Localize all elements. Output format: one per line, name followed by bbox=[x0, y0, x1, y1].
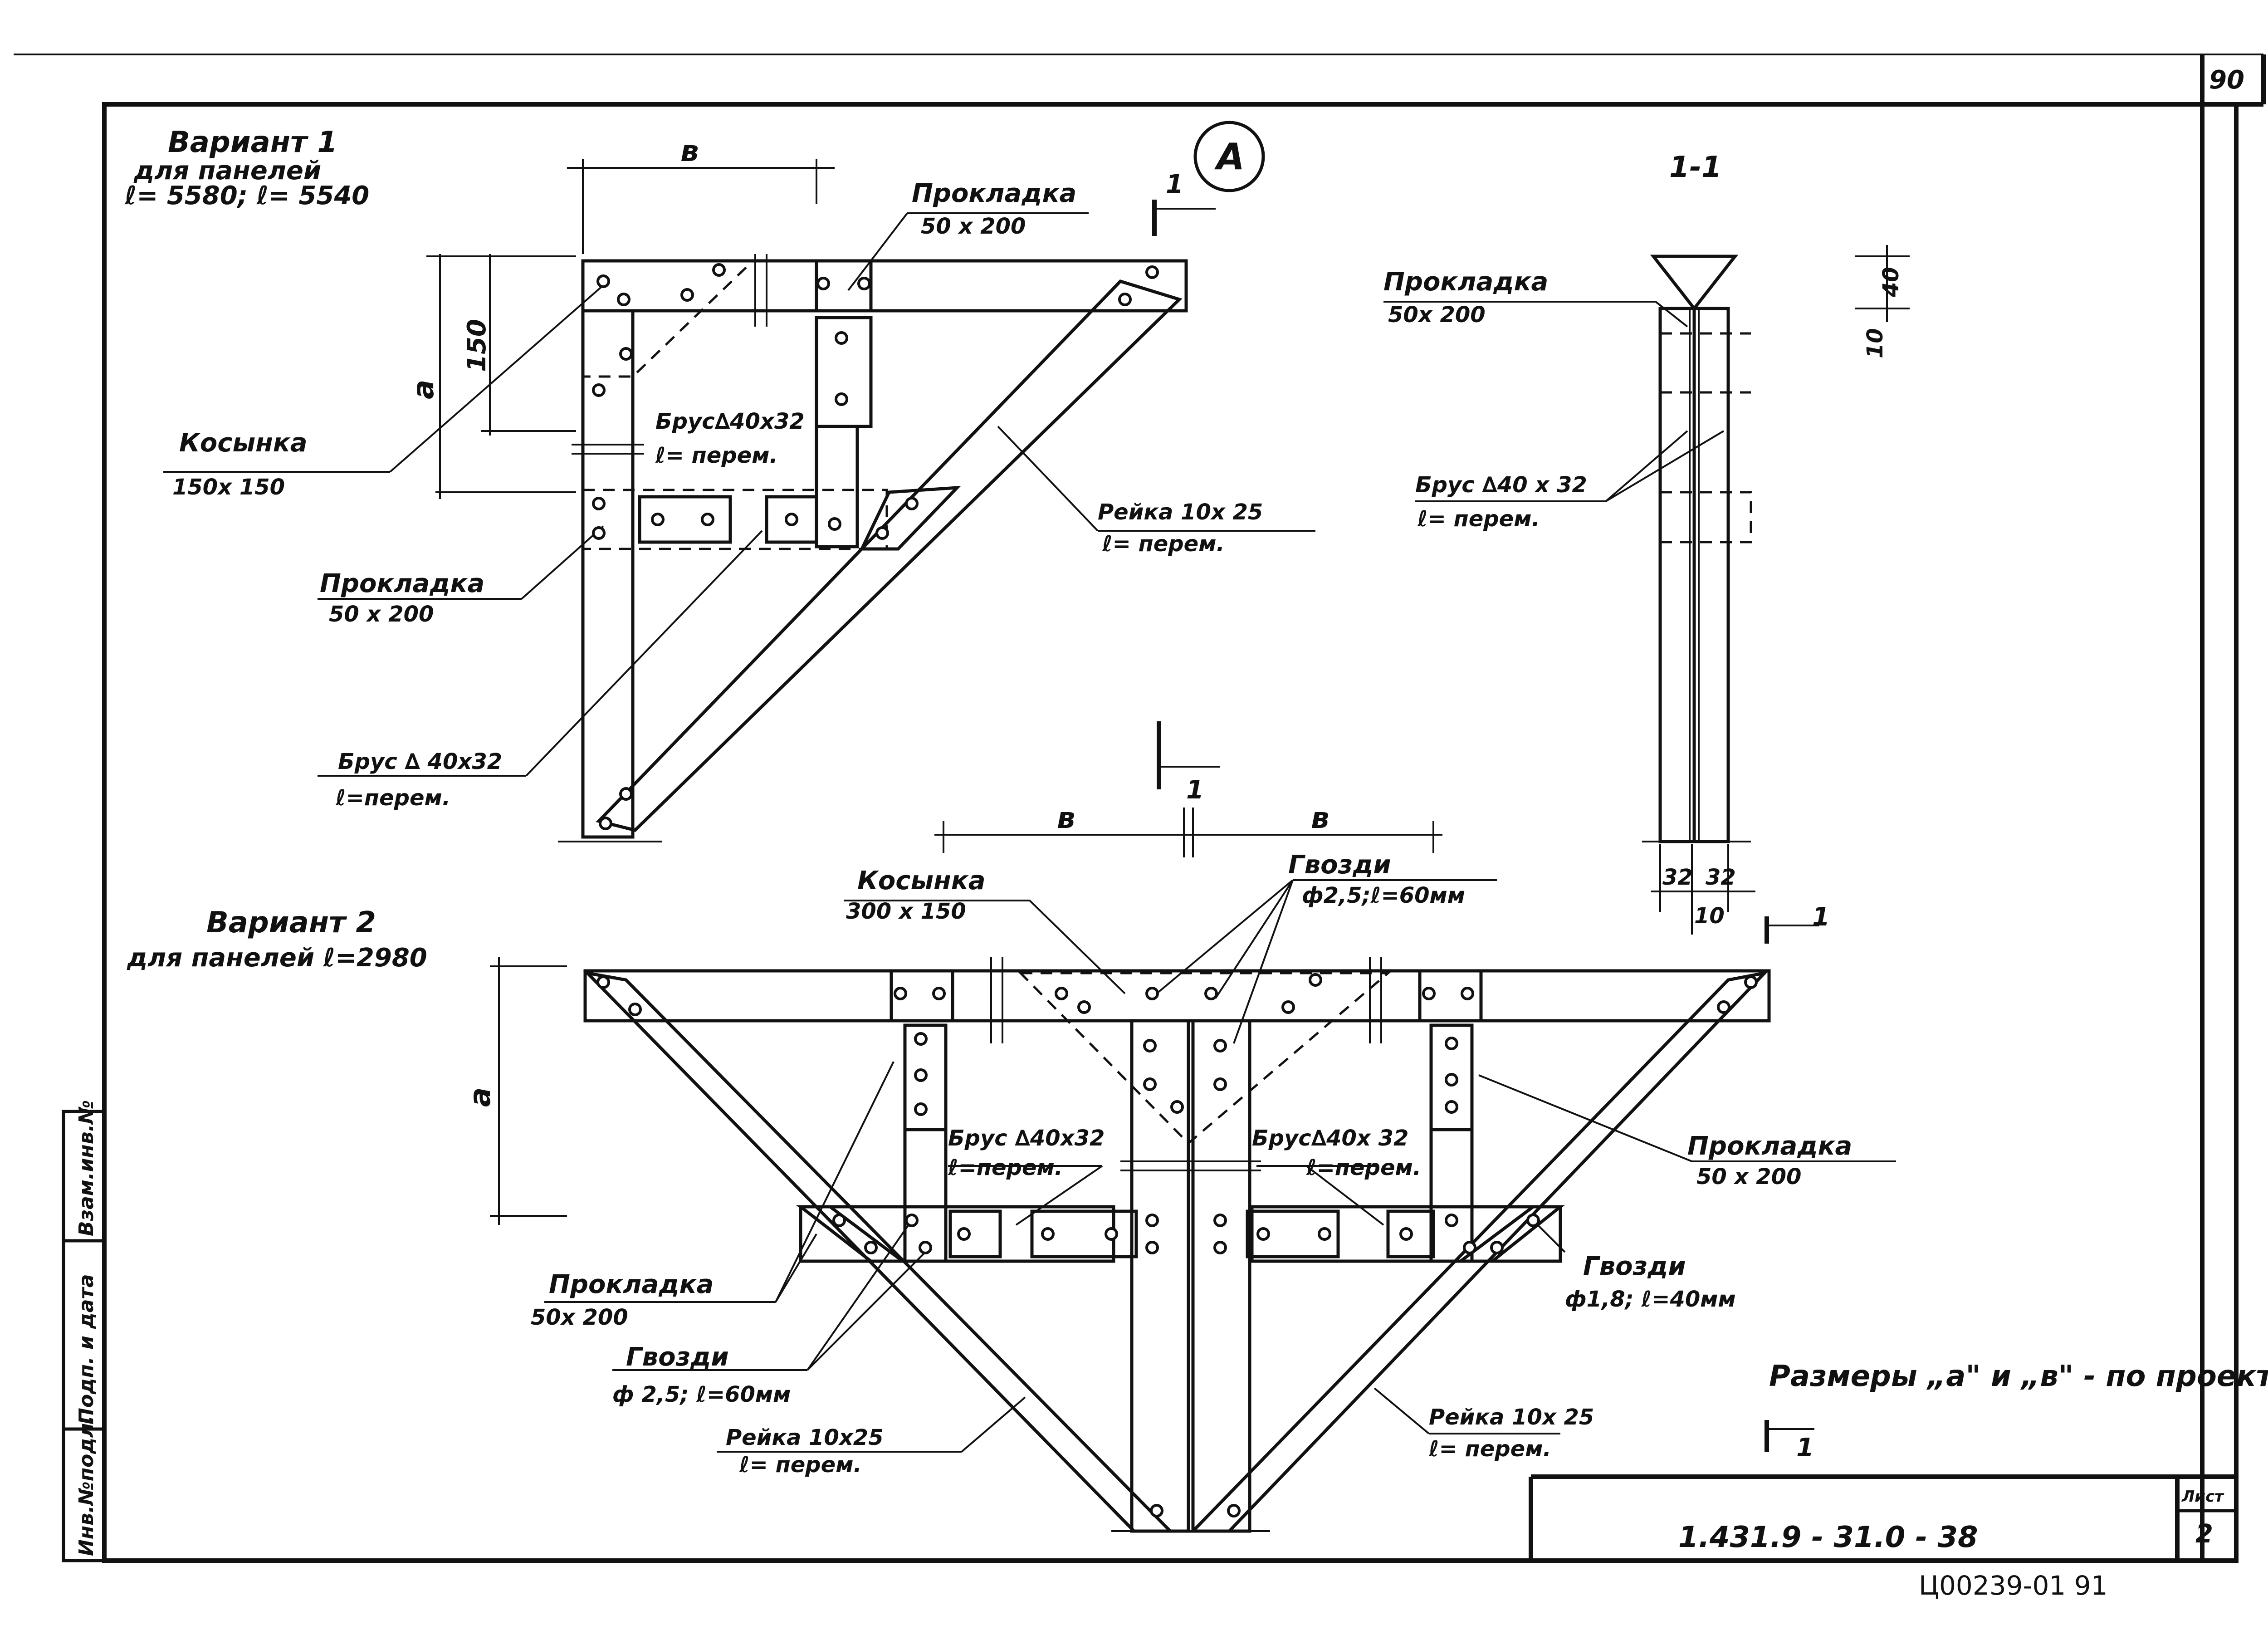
v2-nails-right-name: Гвозди bbox=[1583, 1252, 1686, 1281]
variant1-callout: А bbox=[1214, 136, 1245, 178]
variant1-title: Вариант 1 bbox=[168, 126, 337, 159]
v1-batten-name: Рейка 10х 25 bbox=[1098, 499, 1263, 525]
v1-gusset-size: 150х 150 bbox=[172, 475, 285, 500]
variant1-dim-b: в bbox=[680, 135, 699, 168]
v2-pad-right-size: 50 х 200 bbox=[1696, 1164, 1801, 1190]
v1-bar-bottom-len: ℓ=перем. bbox=[335, 785, 450, 811]
section-title: 1-1 bbox=[1669, 151, 1722, 184]
v2-batten-left-len: ℓ= перем. bbox=[739, 1452, 862, 1478]
v1-pad-left-size: 50 х 200 bbox=[329, 602, 434, 627]
v1-bar-bottom-name: Брус ∆ 40х32 bbox=[338, 749, 502, 774]
stamp-sign: Подп. и дата bbox=[75, 1274, 98, 1425]
variant2-frame bbox=[490, 721, 1896, 1533]
list-label: Лист bbox=[2181, 1488, 2224, 1506]
callout-circle bbox=[1193, 121, 1265, 192]
archive-number: Ц00239-01 91 bbox=[1919, 1570, 2108, 1601]
page-number: 90 bbox=[2209, 65, 2244, 95]
v2-batten-left-name: Рейка 10х25 bbox=[726, 1425, 884, 1450]
s11-dim-10b: 10 bbox=[1694, 903, 1725, 929]
v2-dim-b1: в bbox=[1057, 802, 1075, 835]
s11-section-mark-bottom: 1 bbox=[1812, 902, 1830, 932]
v2-pad-right-name: Прокладка bbox=[1687, 1131, 1852, 1161]
v1-bar-top-name: Брус∆40х32 bbox=[655, 409, 805, 434]
variant1-section-mark: 1 bbox=[1166, 170, 1183, 199]
v2-bar-left-name: Брус ∆40х32 bbox=[948, 1126, 1105, 1151]
s11-dim-32b: 32 bbox=[1706, 865, 1736, 890]
s11-dim-32a: 32 bbox=[1662, 865, 1693, 890]
sheet-frame bbox=[14, 54, 2266, 1563]
v2-pad-left-name: Прокладка bbox=[549, 1270, 714, 1299]
variant2-nail-holes bbox=[596, 973, 1758, 1518]
s11-pad-size: 50х 200 bbox=[1388, 302, 1486, 328]
variant1-frame bbox=[163, 159, 1315, 842]
v2-bar-left-len: ℓ=перем. bbox=[948, 1155, 1063, 1180]
v1-bar-top-len: ℓ= перем. bbox=[655, 443, 778, 468]
variant2-title: Вариант 2 bbox=[206, 906, 376, 940]
section-view bbox=[1383, 245, 1910, 944]
s11-bar-len: ℓ= перем. bbox=[1417, 506, 1540, 532]
v2-batten-right-name: Рейка 10х 25 bbox=[1429, 1405, 1594, 1430]
v2-nails-left-size: ф 2,5; ℓ=60мм bbox=[612, 1382, 791, 1407]
variant1-nail-holes bbox=[592, 121, 1265, 830]
v2-bar-right-len: ℓ=перем. bbox=[1306, 1155, 1421, 1180]
v2-pad-left-size: 50х 200 bbox=[531, 1305, 628, 1330]
variant2-subtitle: для панелей ℓ=2980 bbox=[127, 943, 427, 973]
stamp-inv: Инв.№подл. bbox=[75, 1415, 98, 1556]
list-number: 2 bbox=[2195, 1519, 2213, 1549]
title-block bbox=[1529, 1474, 2236, 1561]
v2-dim-a: а bbox=[464, 1087, 497, 1107]
variant1-lengths: ℓ= 5580; ℓ= 5540 bbox=[124, 181, 369, 210]
v1-pad-left-name: Прокладка bbox=[320, 569, 484, 598]
v2-bar-right-name: Брус∆40х 32 bbox=[1252, 1126, 1408, 1151]
v2-nails-right-size: ф1,8; ℓ=40мм bbox=[1565, 1287, 1736, 1312]
s11-bar-name: Брус ∆40 х 32 bbox=[1415, 472, 1587, 498]
v2-nails-left-name: Гвозди bbox=[626, 1342, 729, 1372]
v2-section-mark-bottom: 1 bbox=[1796, 1433, 1814, 1463]
v2-gusset-name: Косынка bbox=[857, 866, 986, 896]
v1-pad-top-size: 50 х 200 bbox=[921, 214, 1026, 239]
v2-dim-b2: в bbox=[1311, 802, 1330, 835]
v2-nails-top-name: Гвозди bbox=[1288, 850, 1391, 880]
drawing-code: 1.431.9 - 31.0 - 38 bbox=[1678, 1521, 1978, 1554]
v2-nails-top-size: ф2,5;ℓ=60мм bbox=[1302, 883, 1465, 908]
variant1-dim-150: 150 bbox=[462, 319, 492, 372]
sizes-note: Размеры „а" и „в" - по проекту bbox=[1769, 1360, 2268, 1393]
v2-section-mark: 1 bbox=[1186, 775, 1204, 805]
v1-batten-len: ℓ= перем. bbox=[1102, 531, 1225, 557]
s11-pad-name: Прокладка bbox=[1383, 267, 1548, 297]
s11-dim-40: 40 bbox=[1878, 267, 1904, 298]
stamp-replace: Взам.инв.№ bbox=[75, 1100, 98, 1236]
v1-pad-top-name: Прокладка bbox=[912, 179, 1076, 208]
s11-dim-10: 10 bbox=[1862, 328, 1888, 358]
variant1-dim-a: а bbox=[407, 380, 440, 399]
left-stamp bbox=[62, 1110, 106, 1562]
v2-batten-right-len: ℓ= перем. bbox=[1428, 1436, 1551, 1462]
variant1-subtitle: для панелей bbox=[133, 156, 321, 186]
v1-gusset-name: Косынка bbox=[179, 428, 308, 458]
v2-gusset-size: 300 х 150 bbox=[846, 899, 966, 924]
